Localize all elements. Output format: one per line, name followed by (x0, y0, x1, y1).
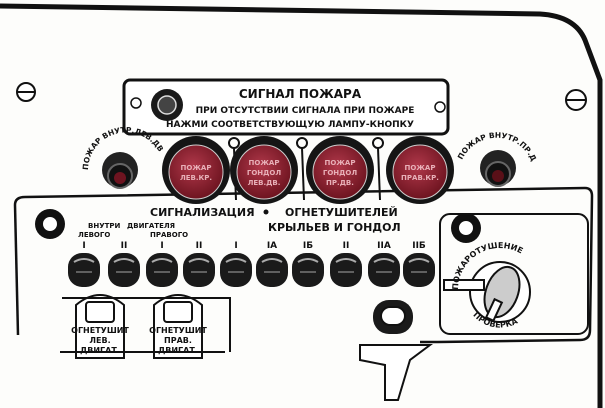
lower-panel (13, 186, 594, 344)
extinguisher-signal-knob[interactable] (183, 253, 215, 287)
fire-lamp-label: ПОЖАР (181, 164, 212, 172)
knob-label: I (234, 241, 237, 251)
extinguisher-label: ЛЕВ. (89, 336, 110, 345)
fire-lamp-label: ПРАВ.КР. (401, 174, 439, 182)
extinguisher-signal-knob[interactable] (220, 253, 252, 287)
fire-lamp-button[interactable]: ПОЖАР ЛЕВ.КР. (162, 136, 230, 204)
wire (377, 147, 381, 201)
label-engine: ДВИГАТЕЛЯ (127, 222, 175, 230)
wire-loop (372, 137, 384, 149)
extinguisher-label: ДВИГАТ. (80, 346, 120, 355)
knob-label: IIБ (412, 241, 426, 251)
extinguisher-signal-knob[interactable] (330, 253, 362, 287)
extinguisher-label: ОГНЕТУШИТ (71, 326, 129, 335)
section-title-left: СИГНАЛИЗАЦИЯ (150, 206, 255, 219)
fire-lamp-label: ПОЖАР (405, 164, 436, 172)
extinguisher-signal-knob[interactable] (68, 253, 100, 287)
extinguisher-signal-knob[interactable] (108, 253, 140, 287)
knob-label: I (160, 241, 163, 251)
wire-loop (296, 137, 308, 149)
fire-lamp-label: ЛЕВ.ДВ. (248, 179, 281, 187)
fire-lamp-label: ПОЖАР (325, 159, 356, 167)
extinguisher-signal-knob[interactable] (292, 253, 324, 287)
label-inside: ВНУТРИ (88, 222, 120, 230)
section-title-right: ОГНЕТУШИТЕЛЕЙ (285, 206, 398, 219)
fire-lamp-label: ЛЕВ.КР. (180, 174, 212, 182)
extinguisher-signal-knob[interactable] (368, 253, 400, 287)
wire (301, 147, 305, 201)
extinguisher-label: ДВИГАТ. (158, 346, 198, 355)
selector-extinguish-test[interactable]: ПОЖАРОТУШЕНИЕ ПРОВЕРКА (443, 241, 531, 330)
knob-label: I (82, 241, 85, 251)
knob-label: II (343, 241, 350, 251)
extinguisher-signal-knob[interactable] (146, 253, 178, 287)
knob-label: IБ (303, 241, 313, 251)
fire-lamp-button[interactable]: ПОЖАР ГОНДОЛ ЛЕВ.ДВ. (230, 136, 298, 204)
fire-lamp-button[interactable]: ПОЖАР ГОНДОЛ ПР.ДВ. (306, 136, 374, 204)
extinguisher-signal-knob[interactable] (256, 253, 288, 287)
fire-lamp-button[interactable]: ПОЖАР ПРАВ.КР. (386, 136, 454, 204)
cover-frame (62, 297, 231, 352)
placard-line1: ПРИ ОТСУТСТВИИ СИГНАЛА ПРИ ПОЖАРЕ (196, 106, 415, 116)
knob-label: IIA (377, 241, 391, 251)
bracket (359, 344, 433, 401)
section-subtitle: КРЫЛЬЕВ И ГОНДОЛ (268, 221, 401, 234)
extinguisher-knob-bottom[interactable] (373, 300, 413, 334)
label-left: ЛЕВОГО (78, 231, 110, 239)
fire-lamp-label: ПОЖАР (249, 159, 280, 167)
knob-label: II (196, 241, 203, 251)
wire-loop (228, 137, 240, 149)
fire-lamp-label: ГОНДОЛ (323, 169, 357, 177)
extinguisher-signal-knob[interactable] (403, 253, 435, 287)
fire-lamp-label: ГОНДОЛ (247, 169, 281, 177)
knob-label: IA (267, 241, 277, 251)
extinguisher-label: ОГНЕТУШИТ (149, 326, 207, 335)
fire-signal-placard: СИГНАЛ ПОЖАРА ПРИ ОТСУТСТВИИ СИГНАЛА ПРИ… (122, 78, 450, 136)
lower-panel-edge (13, 204, 20, 336)
placard-title: СИГНАЛ ПОЖАРА (239, 87, 362, 101)
fire-lamp-label: ПР.ДВ. (326, 179, 354, 187)
extinguisher-label: ПРАВ. (164, 336, 192, 345)
placard-line2: НАЖМИ СООТВЕТСТВУЮЩУЮ ЛАМПУ-КНОПКУ (166, 120, 414, 130)
knob-label: II (121, 241, 128, 251)
panel-outline (0, 3, 603, 408)
selector-plate (439, 213, 589, 335)
label-right: ПРАВОГО (150, 231, 188, 239)
